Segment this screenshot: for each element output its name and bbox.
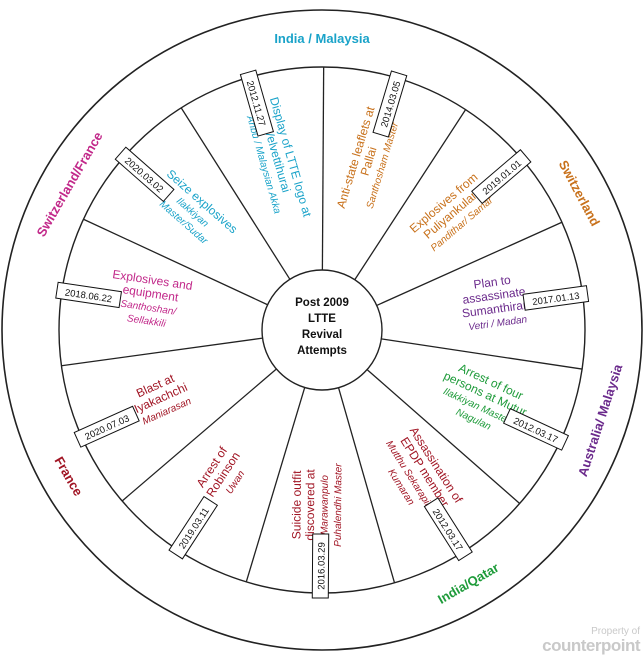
event-date-box: 2018.06.22: [55, 281, 122, 309]
event-people-line: Marawanpulo: [319, 475, 330, 536]
sector-divider: [245, 387, 306, 583]
sector-divider: [321, 67, 325, 271]
watermark-line-2: counterpoint: [542, 636, 640, 655]
sector-divider: [366, 369, 521, 504]
sector-divider: [121, 368, 277, 502]
event-date-box: 2016.03.29: [311, 533, 330, 599]
center-hub: [261, 269, 383, 391]
event-date-box: 2017.01.13: [522, 285, 590, 311]
sector-divider: [180, 107, 291, 280]
sector-divider: [337, 387, 396, 583]
event-title-line: Plan to: [473, 273, 512, 292]
region-label: India / Malaysia: [274, 31, 370, 46]
event-date-frame: [372, 70, 408, 138]
center-title-line: LTTE: [308, 313, 336, 325]
center-title-line: Post 2009: [295, 297, 349, 309]
watermark: Property of counterpoint: [542, 626, 640, 655]
event-date-frame: [502, 408, 570, 451]
event-title-line: discovered at: [303, 469, 318, 541]
event-date-frame: [114, 146, 175, 203]
sector-divider: [376, 221, 563, 307]
sector-divider: [381, 338, 583, 370]
event-date-frame: [55, 281, 122, 309]
sector-divider: [61, 337, 263, 367]
event-date-frame: [311, 533, 330, 599]
event-date-frame: [239, 69, 275, 137]
event-date-frame: [73, 405, 140, 448]
event-date-frame: [522, 285, 590, 311]
sector-divider: [354, 109, 467, 281]
center-title-line: Attempts: [297, 345, 347, 357]
sector-divider: [83, 218, 268, 306]
event-date-frame: [471, 149, 532, 205]
event-date-frame: [423, 497, 473, 562]
event-people-line: Puhalendhi Master: [333, 463, 345, 547]
watermark-line-1: Property of: [591, 626, 640, 637]
event-title-line: Suicide outfit: [289, 470, 303, 539]
event-date: 2016.03.29: [316, 542, 327, 590]
event-date-frame: [168, 495, 219, 560]
center-title-line: Revival: [302, 329, 342, 341]
